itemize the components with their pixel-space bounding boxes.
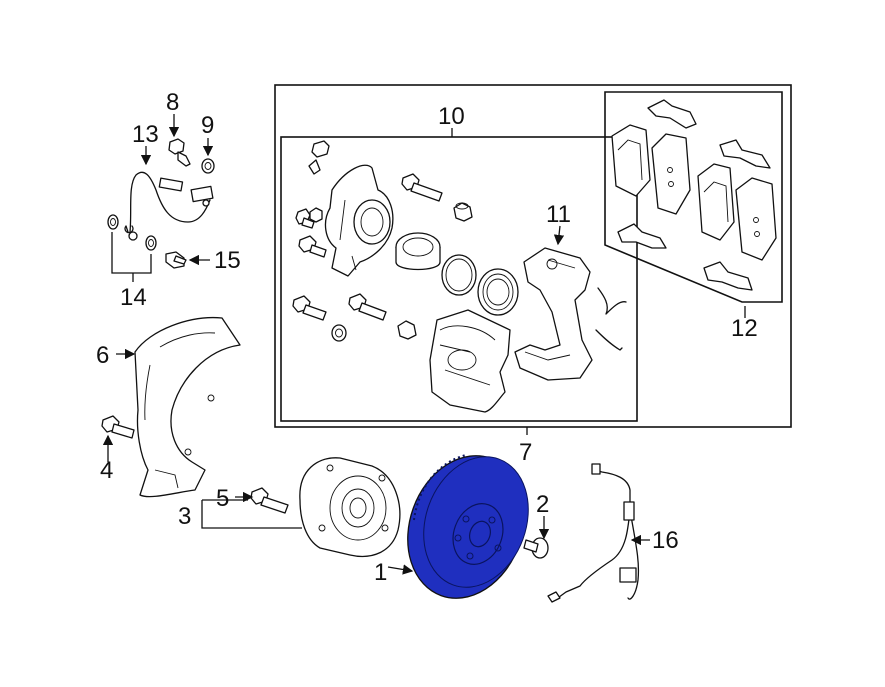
callout-7: 7 — [519, 439, 532, 466]
callout-12: 12 — [731, 315, 758, 342]
callout-1: 1 — [374, 559, 387, 586]
caliper-group-box — [274, 84, 792, 428]
guide-pin-bolts[interactable] — [295, 140, 330, 258]
callout-3: 3 — [178, 503, 191, 530]
callout-5: 5 — [216, 485, 229, 512]
pad-kit-group-box — [604, 91, 783, 303]
callout-2: 2 — [536, 491, 549, 518]
slide-pin-bolts[interactable] — [292, 293, 417, 342]
callout-16: 16 — [652, 527, 679, 554]
brake-pads-lower[interactable] — [697, 163, 777, 261]
wheel-hub-assembly[interactable] — [299, 457, 401, 558]
caliper-support-bracket[interactable] — [514, 247, 593, 381]
anti-rattle-springs[interactable] — [595, 287, 627, 351]
hose-bolt[interactable] — [165, 251, 187, 269]
callout-4: 4 — [100, 457, 113, 484]
boot-cap[interactable] — [453, 202, 473, 222]
callout-9: 9 — [201, 112, 214, 139]
callout-13: 13 — [132, 121, 159, 148]
caliper-piston[interactable] — [395, 232, 441, 271]
callout-8: 8 — [166, 89, 179, 116]
brake-pads-upper[interactable] — [611, 124, 691, 215]
banjo-bolt[interactable] — [168, 138, 191, 167]
hub-mounting-bolt[interactable] — [250, 487, 289, 514]
callout-6: 6 — [96, 342, 109, 369]
caliper-subgroup-box — [280, 136, 638, 422]
splash-shield[interactable] — [134, 316, 241, 498]
abs-wheel-speed-sensor[interactable] — [547, 463, 640, 603]
pad-clips-lower[interactable] — [617, 223, 753, 291]
piston-bolt[interactable] — [401, 173, 443, 202]
leader-lines — [102, 114, 746, 575]
callout-15: 15 — [214, 247, 241, 274]
caliper-bracket-knuckle[interactable] — [324, 164, 394, 277]
caliper-housing[interactable] — [429, 309, 511, 413]
piston-seal[interactable] — [441, 254, 477, 296]
callout-11: 11 — [546, 201, 571, 228]
rotor-screw[interactable] — [523, 537, 549, 559]
callout-14: 14 — [120, 284, 147, 311]
callout-10: 10 — [438, 103, 465, 130]
pad-clips-upper[interactable] — [647, 99, 771, 169]
washer[interactable] — [201, 158, 215, 174]
piston-boot[interactable] — [477, 268, 519, 316]
hub-bolt[interactable] — [101, 415, 135, 439]
hose-washer-left[interactable] — [107, 214, 119, 230]
brake-hose[interactable] — [124, 171, 214, 241]
hose-washer-right[interactable] — [145, 235, 157, 251]
brake-rotor[interactable] — [388, 439, 545, 615]
